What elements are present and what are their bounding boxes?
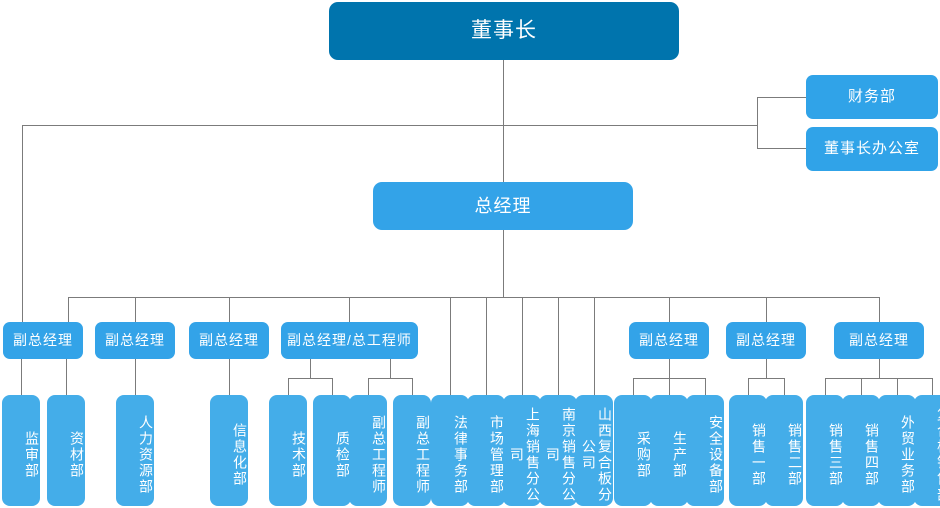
- node-finance-department[interactable]: 财务部: [806, 75, 938, 119]
- connector-vp4-a-child-1: [288, 378, 289, 395]
- connector-vp4-bar-b: [368, 378, 413, 379]
- connector-chairman-bus: [22, 125, 758, 126]
- node-department-market-management[interactable]: 市场管理部: [467, 395, 505, 506]
- connector-vp4-stem-a: [310, 359, 311, 378]
- connector-vp4-stem-b: [390, 359, 391, 378]
- node-chairman-office[interactable]: 董事长办公室: [806, 127, 938, 171]
- connector-vp4-bar-a: [288, 378, 333, 379]
- connector-vp-drop-3: [229, 297, 230, 322]
- connector-vp3-child-1: [229, 359, 230, 395]
- connector-vp6-stem: [766, 359, 767, 378]
- connector-to-chairman-office: [757, 148, 806, 149]
- node-vice-president-6[interactable]: 副总经理: [726, 322, 806, 359]
- node-branch-shanxi-composite[interactable]: 山西复合板分公司: [575, 395, 613, 506]
- node-department-informatization[interactable]: 信息化部: [210, 395, 248, 506]
- node-vice-president-7[interactable]: 副总经理: [834, 322, 924, 359]
- node-department-technology[interactable]: 技术部: [269, 395, 307, 506]
- node-vice-president-3[interactable]: 副总经理: [189, 322, 269, 359]
- node-department-sales-3[interactable]: 销售三部: [806, 395, 844, 506]
- node-department-production[interactable]: 生产部: [650, 395, 688, 506]
- connector-vp-drop-2: [135, 297, 136, 322]
- connector-vp1-child-2: [66, 359, 67, 395]
- node-department-sales-4[interactable]: 销售四部: [842, 395, 880, 506]
- connector-vp-drop-6: [766, 297, 767, 322]
- connector-left-spine: [22, 125, 23, 322]
- connector-vp4-b-child-1: [368, 378, 369, 395]
- connector-vp-bus: [68, 297, 880, 298]
- node-vice-president-1[interactable]: 副总经理: [3, 322, 83, 359]
- node-deputy-chief-engineer-2[interactable]: 副总工程师: [393, 395, 431, 506]
- connector-vp7-child-1: [825, 378, 826, 395]
- node-department-sales-1[interactable]: 销售一部: [729, 395, 767, 506]
- connector-vp-drop-4: [349, 297, 350, 322]
- connector-vp7-stem: [879, 359, 880, 378]
- connector-vp-drop-7: [879, 297, 880, 322]
- connector-chairman-stem: [503, 60, 504, 297]
- connector-vp6-child-1: [748, 378, 749, 395]
- connector-vp6-child-2: [784, 378, 785, 395]
- connector-vp5-child-3: [705, 378, 706, 395]
- connector-direct-drop-shanghai: [522, 297, 523, 395]
- connector-vp7-child-2: [861, 378, 862, 395]
- node-department-foreign-trade[interactable]: 外贸业务部: [878, 395, 916, 506]
- connector-right-bracket: [757, 97, 758, 149]
- node-department-audit[interactable]: 监审部: [2, 395, 40, 506]
- connector-vp2-child-1: [135, 359, 136, 395]
- connector-vp6-bar: [748, 378, 785, 379]
- node-vice-president-chief-engineer[interactable]: 副总经理/总工程师: [281, 322, 418, 359]
- connector-direct-drop-shanxi: [594, 297, 595, 395]
- connector-vp5-child-1: [633, 378, 634, 395]
- node-department-safety-equipment[interactable]: 安全设备部: [686, 395, 724, 506]
- connector-direct-drop-legal: [450, 297, 451, 395]
- node-department-composite-board-sales[interactable]: 复合板销售部: [914, 395, 940, 506]
- node-deputy-chief-engineer-1[interactable]: 副总工程师: [349, 395, 387, 506]
- connector-vp4-b-child-2: [412, 378, 413, 395]
- connector-vp7-bar: [825, 378, 933, 379]
- node-department-procurement[interactable]: 采购部: [614, 395, 652, 506]
- connector-vp1-child-1: [21, 359, 22, 395]
- node-chairman[interactable]: 董事长: [329, 2, 679, 60]
- node-department-quality-inspection[interactable]: 质检部: [313, 395, 351, 506]
- connector-vp-drop-5: [669, 297, 670, 322]
- node-vice-president-2[interactable]: 副总经理: [95, 322, 175, 359]
- node-general-manager[interactable]: 总经理: [373, 182, 633, 230]
- connector-vp7-child-3: [897, 378, 898, 395]
- node-branch-shanghai-sales[interactable]: 上海销售分公司: [503, 395, 541, 506]
- node-department-sales-2[interactable]: 销售二部: [765, 395, 803, 506]
- node-branch-nanjing-sales[interactable]: 南京销售分公司: [539, 395, 577, 506]
- connector-vp4-a-child-2: [332, 378, 333, 395]
- connector-vp5-stem: [669, 359, 670, 378]
- connector-to-finance: [757, 97, 806, 98]
- node-department-legal-affairs[interactable]: 法律事务部: [431, 395, 469, 506]
- connector-direct-drop-market: [486, 297, 487, 395]
- connector-vp-drop-1: [68, 297, 69, 322]
- connector-direct-drop-nanjing: [558, 297, 559, 395]
- connector-vp5-child-2: [669, 378, 670, 395]
- node-vice-president-5[interactable]: 副总经理: [629, 322, 709, 359]
- node-department-human-resources[interactable]: 人力资源部: [116, 395, 154, 506]
- node-department-materials[interactable]: 资材部: [47, 395, 85, 506]
- connector-vp7-child-4: [932, 378, 933, 395]
